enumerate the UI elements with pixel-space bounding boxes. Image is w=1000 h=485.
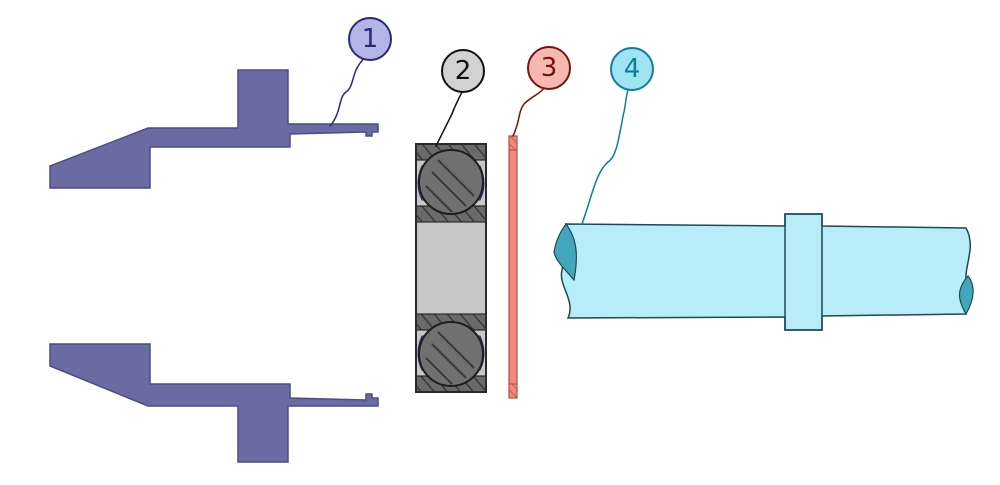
bearing-ball-bottom [418,321,484,387]
shaft-body [560,213,971,331]
housing-part [49,69,379,463]
leader-2 [435,91,463,147]
bearing-top-section [415,143,487,223]
bearing-outline [415,143,487,393]
washer-top-hatch [508,135,518,151]
shaft-part [553,213,974,331]
callout-2-label: 2 [455,56,472,86]
washer-bottom-hatch [508,383,518,399]
housing-lower-half [49,343,379,463]
callout-2: 2 [441,49,485,93]
bearing-bottom-section [415,313,487,393]
bearing-part [415,143,487,393]
shaft-right-end [958,275,974,316]
bearing-ball-top [418,149,484,215]
bearing-inner-body [415,215,487,321]
callout-1-label: 1 [362,24,379,54]
shaft-left-end [553,222,577,282]
shaft-collar [784,213,823,331]
callout-4-label: 4 [624,54,641,84]
callout-4: 4 [610,47,654,91]
callout-bubbles: 1 2 3 4 [348,17,654,93]
leader-4 [581,89,629,225]
housing-upper-half [49,69,379,189]
leader-1 [329,57,367,127]
callout-1: 1 [348,17,392,61]
washer-part [508,135,518,399]
washer-strip [508,135,518,399]
callout-leaders [329,57,629,225]
callout-3: 3 [527,46,571,90]
leader-3 [512,87,545,137]
callout-3-label: 3 [541,53,558,83]
